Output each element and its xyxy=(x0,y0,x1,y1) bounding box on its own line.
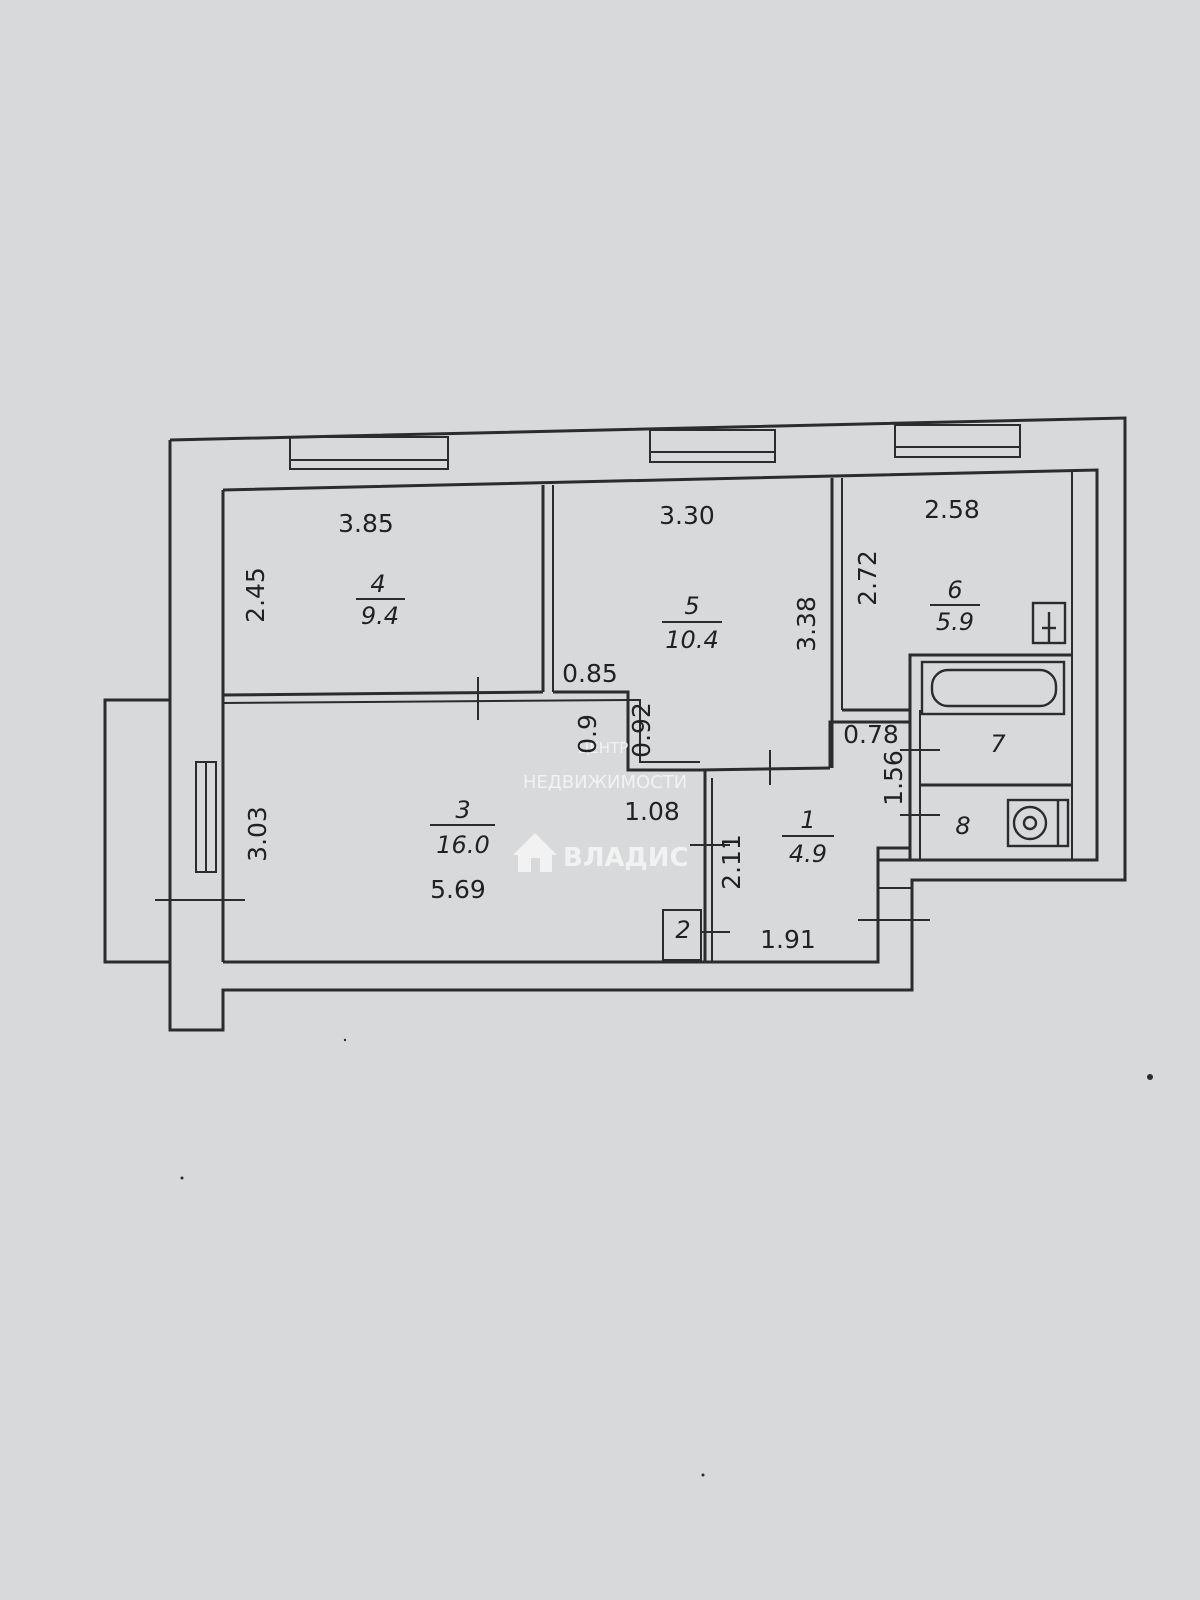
room-8-number: 8 xyxy=(955,812,970,840)
room-1-number: 1 xyxy=(800,806,815,834)
dim-room3-width: 5.69 xyxy=(430,875,486,904)
room-7-number: 7 xyxy=(990,730,1006,758)
dim-niche-width: 0.85 xyxy=(562,659,618,688)
dim-room5-width: 3.30 xyxy=(659,501,715,530)
dim-room5-depth: 3.38 xyxy=(792,596,821,652)
scan-specks xyxy=(180,1038,1153,1477)
balcony xyxy=(103,698,170,964)
dim-hall-depth: 2.11 xyxy=(717,834,746,890)
watermark-brand: ВЛАДИС xyxy=(563,843,689,873)
cupboard-room-2 xyxy=(662,909,702,961)
dim-room4-depth: 2.45 xyxy=(241,567,270,623)
dim-wc-width: 0.78 xyxy=(843,720,899,749)
room-5-number: 5 xyxy=(684,592,699,620)
interior-walls xyxy=(222,470,1073,962)
window-room-4 xyxy=(289,436,449,470)
room-4-number: 4 xyxy=(370,570,385,598)
room-4-label: 4 9.4 xyxy=(356,570,405,630)
dim-niche-depth-b: 0.92 xyxy=(627,702,656,758)
room-1-area: 4.9 xyxy=(789,840,827,868)
window-room-5 xyxy=(649,429,776,463)
room-5-area: 10.4 xyxy=(665,626,718,654)
room-3-number: 3 xyxy=(455,796,470,824)
dim-wc-depth: 1.56 xyxy=(879,750,908,806)
watermark-line1: ЦЕНТР xyxy=(578,739,629,757)
window-room-6 xyxy=(894,424,1021,458)
watermark-line2: НЕДВИЖИМОСТИ xyxy=(523,772,687,793)
dim-room3-depth: 3.03 xyxy=(243,806,272,862)
toilet-icon xyxy=(1006,798,1070,848)
room-3-area: 16.0 xyxy=(436,831,489,859)
room-3-label: 3 16.0 xyxy=(430,796,495,859)
room-4-area: 9.4 xyxy=(361,602,399,630)
dim-room4-width: 3.85 xyxy=(338,509,394,538)
room-6-area: 5.9 xyxy=(936,608,974,636)
watermark: ЦЕНТР НЕДВИЖИМОСТИ ВЛАДИС xyxy=(513,739,689,873)
dim-room6-depth: 2.72 xyxy=(853,550,882,606)
sink-icon xyxy=(1031,601,1067,645)
room-2-number: 2 xyxy=(675,916,690,944)
room-6-number: 6 xyxy=(947,576,962,604)
room-6-label: 6 5.9 xyxy=(930,576,980,636)
house-logo-icon xyxy=(513,833,557,872)
dim-room6-width: 2.58 xyxy=(924,495,980,524)
room-5-label: 5 10.4 xyxy=(662,592,722,654)
dim-hall-width: 1.91 xyxy=(760,925,816,954)
room-1-label: 1 4.9 xyxy=(782,806,834,868)
dim-niche-depth-a: 0.9 xyxy=(573,714,602,754)
dim-hall-width-top: 1.08 xyxy=(624,797,680,826)
exterior-wall-outer xyxy=(168,416,1127,1032)
bathtub-icon xyxy=(920,660,1066,716)
exterior-wall-inner xyxy=(222,468,1099,964)
